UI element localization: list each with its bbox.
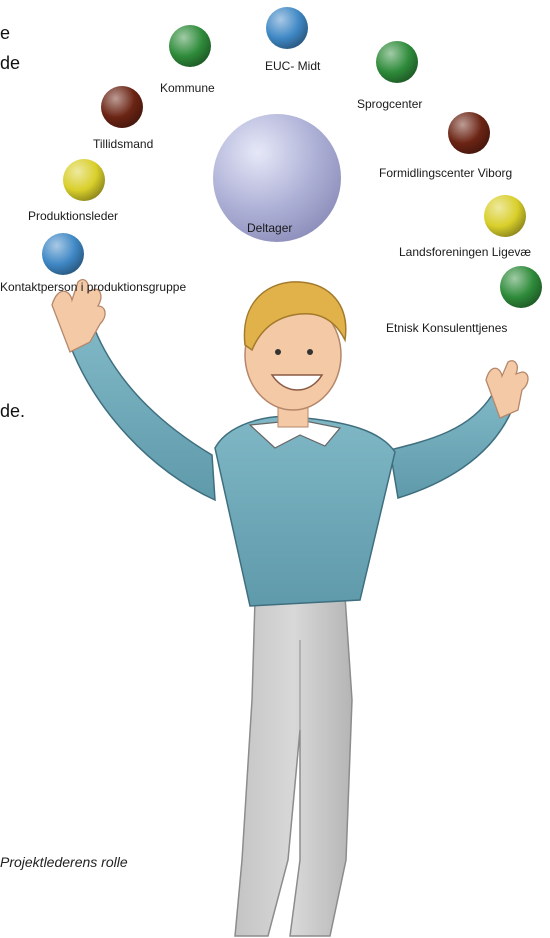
- juggling-ball-1: [266, 7, 308, 49]
- label-euc-midt: EUC- Midt: [265, 60, 320, 72]
- label-tillidsmand: Tillidsmand: [93, 138, 153, 150]
- juggling-ball-9: [500, 266, 542, 308]
- juggling-ball-8: [42, 233, 84, 275]
- juggling-ball-4: [101, 86, 143, 128]
- juggling-ball-2: [169, 25, 211, 67]
- text-fragment-1: e: [0, 24, 10, 42]
- person-head: [244, 282, 345, 410]
- figure-caption: Projektlederens rolle: [0, 854, 128, 870]
- juggling-ball-7: [484, 195, 526, 237]
- label-etnisk-konsulenttjeneste: Etnisk Konsulenttjenes: [386, 322, 507, 334]
- label-kommune: Kommune: [160, 82, 215, 94]
- label-sprogcenter: Sprogcenter: [357, 98, 422, 110]
- person-legs: [235, 596, 352, 936]
- text-fragment-2: de: [0, 54, 20, 72]
- label-formidlingscenter-viborg: Formidlingscenter Viborg: [379, 167, 512, 179]
- juggling-ball-6: [63, 159, 105, 201]
- label-produktionsleder: Produktionsleder: [28, 210, 118, 222]
- text-fragment-3: de.: [0, 402, 25, 420]
- label-deltager: Deltager: [247, 222, 292, 234]
- juggling-ball-3: [376, 41, 418, 83]
- label-landsforeningen: Landsforeningen Ligevæ: [399, 246, 531, 258]
- juggling-ball-5: [448, 112, 490, 154]
- person-torso: [215, 416, 395, 606]
- label-kontaktperson: Kontaktperson i produktionsgruppe: [0, 281, 186, 293]
